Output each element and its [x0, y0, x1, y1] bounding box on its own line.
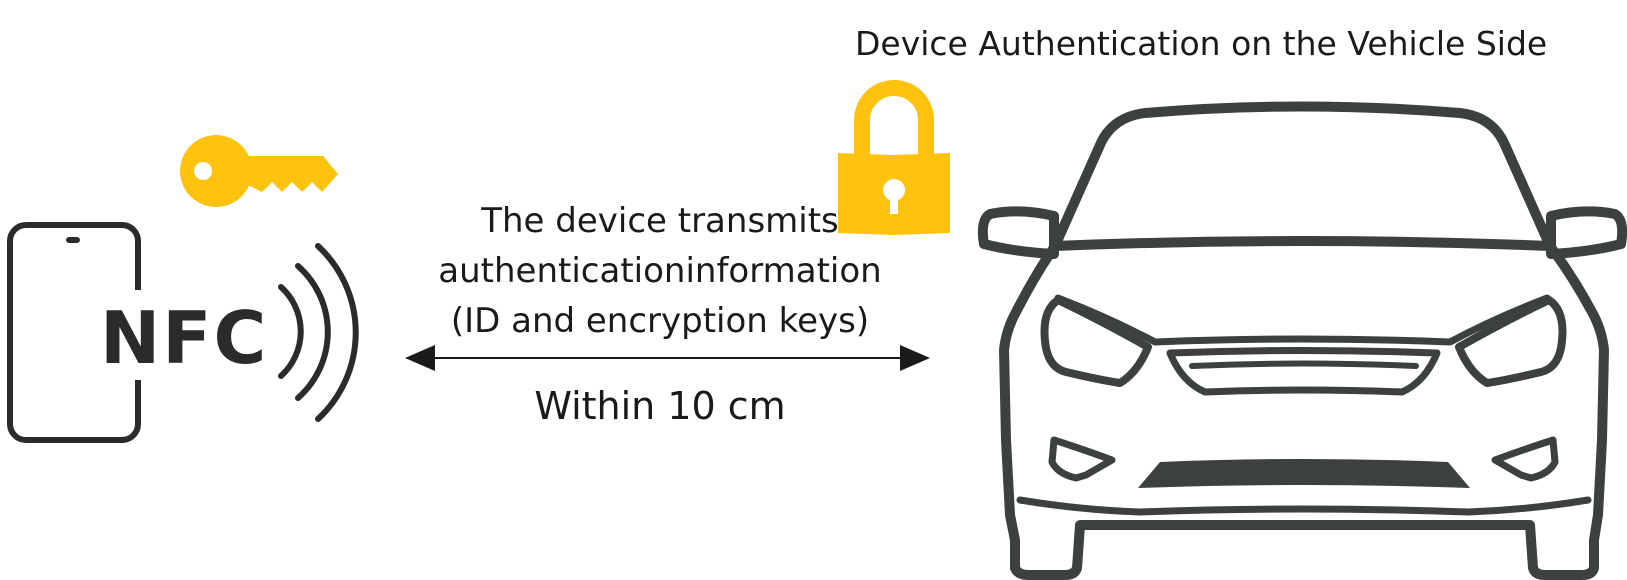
nfc-signal-waves-icon	[278, 243, 359, 422]
smartphone-icon: NFC	[7, 222, 268, 443]
car-lower-intake	[1138, 459, 1470, 488]
car-front-icon	[977, 101, 1627, 580]
double-headed-arrow-icon	[405, 345, 930, 371]
vehicle-side-title: Device Authentication on the Vehicle Sid…	[855, 24, 1548, 63]
transmission-caption: The device transmits authenticationinfor…	[420, 196, 900, 346]
nfc-label: NFC	[100, 296, 268, 380]
caption-line-2: authenticationinformation	[438, 251, 882, 291]
caption-line-3: (ID and encryption keys)	[450, 301, 870, 341]
padlock-icon	[838, 80, 950, 235]
caption-line-1: The device transmits	[481, 201, 839, 241]
distance-label: Within 10 cm	[534, 384, 786, 428]
key-icon	[180, 135, 338, 207]
